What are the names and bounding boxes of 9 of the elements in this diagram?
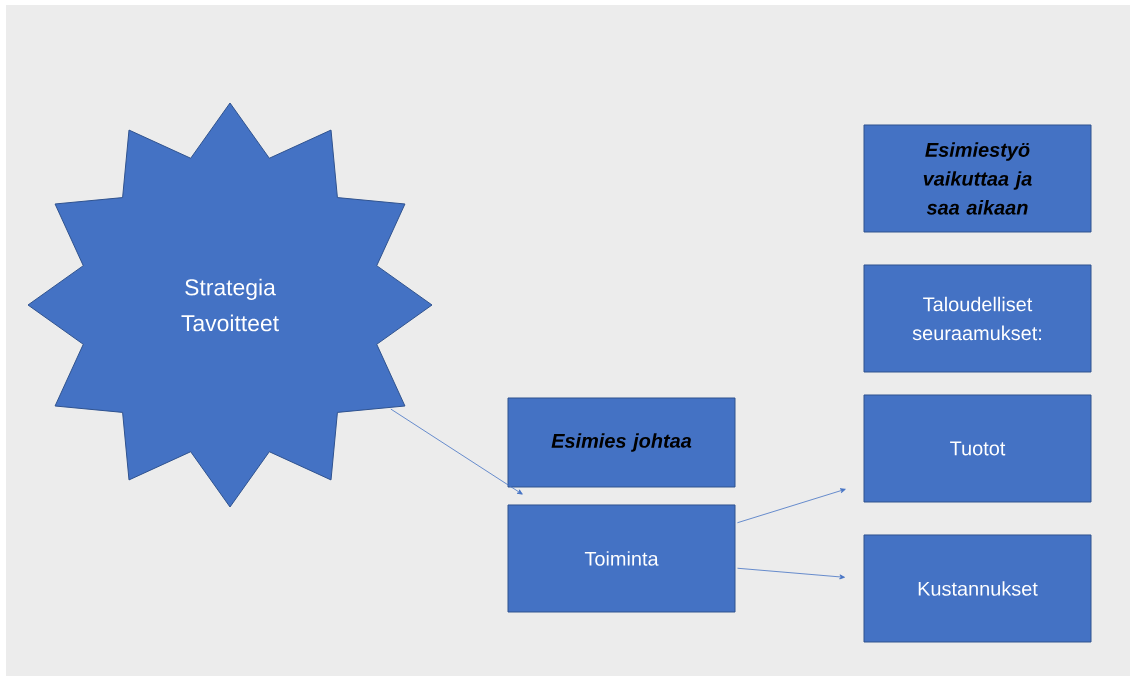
process-box: Esimiestyö vaikuttaa ja saa aikaan (863, 124, 1092, 233)
arrow (737, 567, 845, 580)
process-box: Esimies johtaa (507, 397, 736, 488)
process-box: Toiminta (507, 504, 736, 613)
arrow (737, 488, 846, 524)
process-box: Kustannukset (863, 534, 1092, 643)
arrow (390, 408, 523, 495)
process-box: Taloudelliset seuraamukset: (863, 264, 1092, 373)
process-box: Tuotot (863, 394, 1092, 503)
